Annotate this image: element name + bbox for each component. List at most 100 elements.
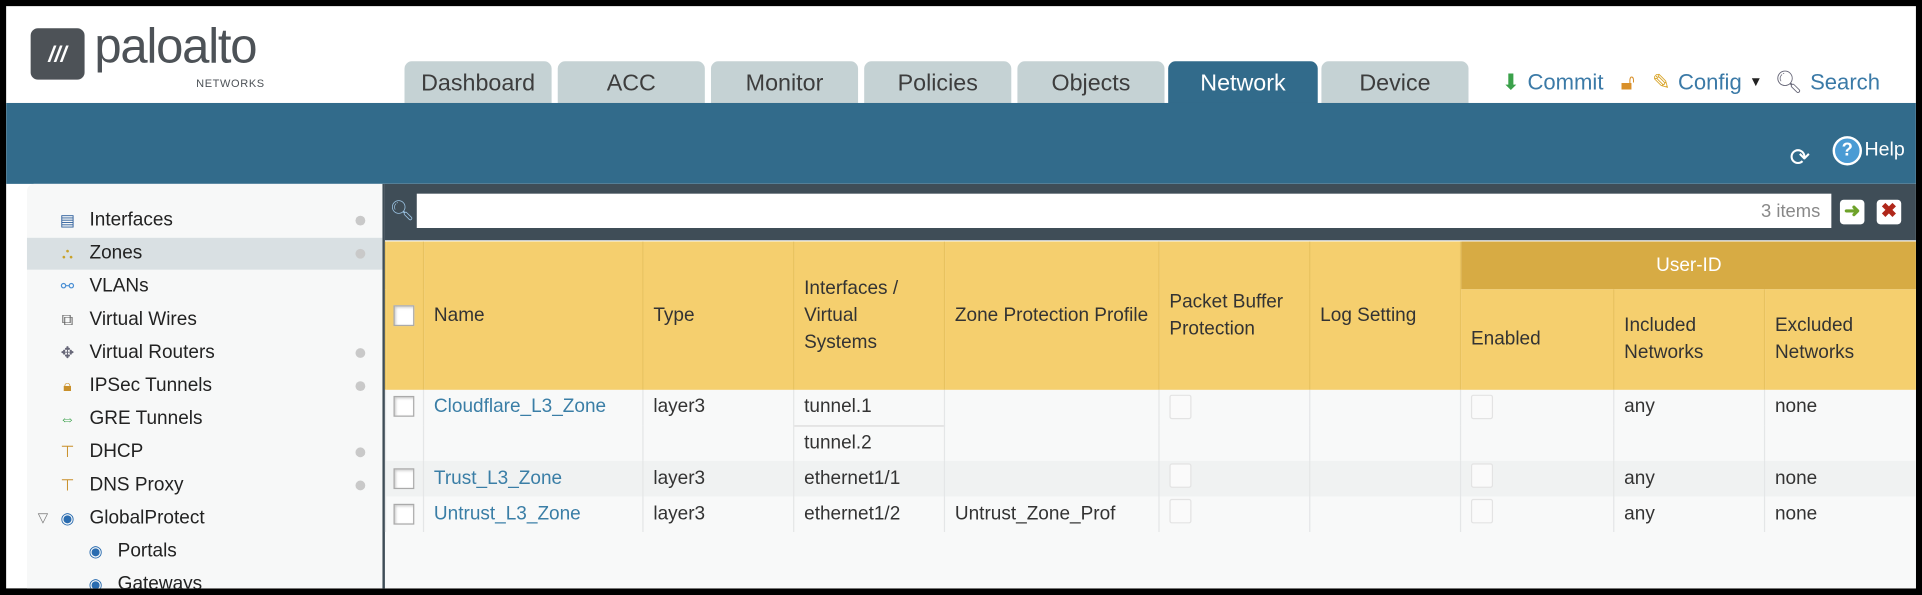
row-checkbox[interactable] — [393, 468, 415, 489]
status-dot — [355, 447, 366, 458]
zone-type: layer3 — [642, 496, 794, 532]
packet-buffer-checkbox — [1169, 498, 1192, 524]
sidebar-item-globalprotect[interactable]: ▽◉GlobalProtect — [27, 503, 382, 535]
expand-triangle-icon[interactable]: ▽ — [37, 511, 49, 526]
commit-icon[interactable]: ⬇ — [1501, 69, 1521, 94]
col-type[interactable]: Type — [642, 241, 794, 390]
tab-objects[interactable]: Objects — [1017, 61, 1165, 103]
ipsec-icon: 🔒︎ — [63, 376, 72, 395]
search-icon[interactable]: 🔍︎ — [1774, 69, 1803, 94]
filter-input[interactable] — [416, 193, 1832, 228]
sidebar-item-dns-proxy[interactable]: ⊤ DNS Proxy — [27, 469, 382, 501]
sidebar-item-virtual-routers[interactable]: ✥ Virtual Routers — [27, 337, 382, 369]
sidebar-item-label: DHCP — [89, 441, 144, 463]
item-count: 3 items — [1761, 201, 1821, 222]
col-interfaces[interactable]: Interfaces / Virtual Systems — [793, 241, 945, 390]
col-excluded-networks[interactable]: Excluded Networks — [1763, 289, 1916, 390]
row-checkbox[interactable] — [393, 396, 415, 418]
tab-acc[interactable]: ACC — [557, 61, 705, 103]
zone-interface: ethernet1/2 — [793, 496, 945, 532]
sidebar-item-vlans[interactable]: ⚯VLANs — [27, 271, 382, 303]
included-networks: any — [1613, 496, 1765, 532]
excluded-networks: none — [1763, 389, 1916, 461]
zone-name-link[interactable]: Untrust_L3_Zone — [433, 503, 581, 525]
tab-policies[interactable]: Policies — [864, 61, 1012, 103]
table-row[interactable]: Cloudflare_L3_Zone layer3 tunnel.1 any n… — [384, 389, 1916, 461]
log-setting — [1309, 389, 1461, 461]
refresh-icon[interactable]: ⟳ — [1789, 144, 1811, 172]
dns-proxy-icon: ⊤ — [60, 475, 75, 494]
row-select — [384, 389, 424, 461]
clear-filter-button[interactable]: ✖ — [1876, 199, 1902, 225]
zone-protection-profile — [943, 460, 1159, 497]
included-networks: any — [1613, 389, 1765, 461]
filter-search-icon: 🔍︎ — [389, 201, 415, 222]
log-setting — [1309, 460, 1461, 497]
tab-network[interactable]: Network — [1168, 61, 1318, 103]
col-log-setting[interactable]: Log Setting — [1309, 241, 1461, 390]
tab-dashboard[interactable]: Dashboard — [404, 61, 552, 103]
sidebar-item-gateways[interactable]: ◉ Gateways — [27, 569, 382, 589]
user-id-enabled-checkbox — [1470, 394, 1494, 420]
sidebar-item-label: DNS Proxy — [89, 474, 184, 496]
sidebar-item-interfaces[interactable]: ▤Interfaces — [27, 205, 382, 237]
table-row-continuation: tunnel.2 — [386, 424, 1916, 461]
sidebar-item-label: VLANs — [89, 275, 149, 297]
gateways-icon: ◉ — [88, 574, 103, 589]
sidebar-item-label: Gateways — [117, 573, 203, 589]
select-all-checkbox[interactable] — [393, 305, 415, 326]
zone-interface: tunnel.2 — [793, 424, 945, 461]
tab-device[interactable]: Device — [1321, 61, 1469, 103]
logo-subtitle: NETWORKS — [196, 77, 265, 90]
zone-type: layer3 — [642, 460, 794, 497]
user-id-enabled-checkbox — [1470, 463, 1494, 488]
col-packet-buffer-protection[interactable]: Packet Buffer Protection — [1158, 241, 1310, 390]
tab-monitor[interactable]: Monitor — [710, 61, 859, 103]
help-label: Help — [1864, 139, 1905, 161]
zone-interface: ethernet1/1 — [793, 460, 945, 497]
paloalto-logo: /// paloalto NETWORKS — [30, 20, 301, 99]
sidebar-item-virtual-wires[interactable]: ⧉Virtual Wires — [27, 304, 382, 336]
row-checkbox[interactable] — [393, 503, 415, 525]
sidebar-item-portals[interactable]: ◉Portals — [27, 536, 382, 568]
gre-icon: ⇔ — [59, 409, 76, 428]
table-row[interactable]: Untrust_L3_Zone layer3 ethernet1/2 Untru… — [384, 496, 1916, 532]
col-enabled[interactable]: Enabled — [1459, 289, 1614, 390]
zone-interface: tunnel.1 — [793, 389, 945, 426]
lock-icon[interactable]: 🔓︎ — [1620, 69, 1635, 94]
top-actions: ⬇ Commit 🔓︎ ✎ Config ▼ 🔍︎ Search — [1502, 67, 1880, 96]
apply-filter-button[interactable]: ➜ — [1839, 199, 1865, 225]
user-id-group-header: User-ID — [1459, 241, 1916, 290]
logo-wordmark: paloalto — [94, 19, 257, 74]
chevron-down-icon[interactable]: ▼ — [1749, 74, 1763, 90]
status-dot — [355, 248, 366, 259]
col-included-networks[interactable]: Included Networks — [1613, 289, 1765, 390]
packet-buffer-checkbox — [1169, 463, 1192, 488]
virtual-routers-icon: ✥ — [60, 343, 75, 362]
col-zone-protection-profile[interactable]: Zone Protection Profile — [943, 241, 1159, 390]
zone-name-link[interactable]: Trust_L3_Zone — [433, 467, 563, 489]
sidebar-item-zones[interactable]: ⛬ Zones — [26, 237, 383, 270]
zones-panel: 🔍︎ 3 items ➜ ✖ Name Type Interfaces / Vi… — [382, 183, 1916, 589]
app-window: /// paloalto NETWORKS Dashboard ACC Moni… — [6, 6, 1916, 589]
table-row[interactable]: Trust_L3_Zone layer3 ethernet1/1 any non… — [384, 460, 1916, 497]
zone-name-link[interactable]: Cloudflare_L3_Zone — [433, 395, 607, 417]
config-menu[interactable]: Config — [1677, 69, 1742, 94]
excluded-networks: none — [1763, 496, 1916, 532]
col-name[interactable]: Name — [422, 241, 643, 390]
sidebar-item-dhcp[interactable]: ⊤DHCP — [27, 436, 382, 468]
sidebar-item-label: Virtual Routers — [89, 341, 215, 363]
commit-button[interactable]: Commit — [1527, 69, 1604, 94]
sidebar-item-ipsec-tunnels[interactable]: 🔒︎IPSec Tunnels — [27, 370, 382, 402]
sidebar: ▤Interfaces ⛬ Zones ⚯VLANs ⧉Virtual Wires… — [26, 183, 383, 589]
status-dot — [355, 348, 366, 358]
zones-icon: ⛬ — [61, 243, 73, 263]
zone-type: layer3 — [642, 389, 794, 461]
zone-protection-profile — [943, 389, 1159, 461]
globalprotect-icon: ◉ — [60, 508, 75, 528]
global-search-button[interactable]: Search — [1810, 69, 1880, 94]
config-icon: ✎ — [1652, 69, 1671, 94]
sidebar-item-gre-tunnels[interactable]: ⇔GRE Tunnels — [27, 403, 382, 435]
help-button[interactable]: ? Help — [1832, 136, 1905, 166]
sidebar-item-label: Zones — [89, 242, 143, 264]
